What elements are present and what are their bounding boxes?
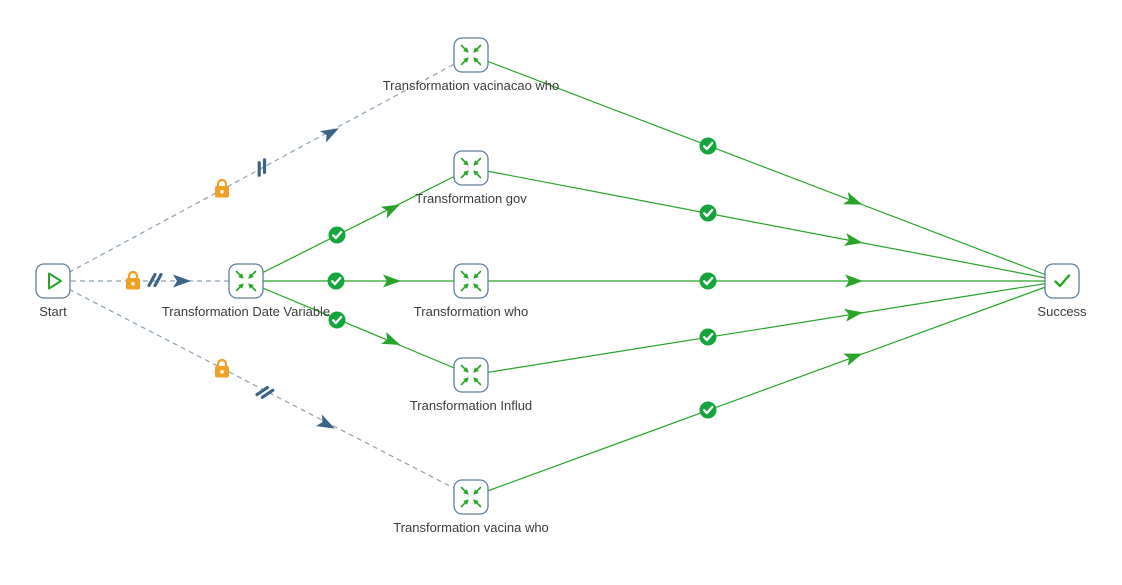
hop-line-t_date-t_gov[interactable] — [245, 167, 472, 282]
parallel-slashes-icon[interactable] — [254, 158, 270, 177]
node-success[interactable] — [1044, 263, 1080, 299]
hop-success-check-icon[interactable] — [328, 226, 346, 244]
node-box — [35, 263, 71, 299]
hop-arrowhead-icon — [381, 331, 401, 345]
transformation-icon — [460, 270, 482, 292]
parallel-slashes-icon[interactable] — [147, 272, 163, 288]
hop-line-start-t_vacina[interactable] — [52, 280, 472, 498]
node-box — [1044, 263, 1080, 299]
hop-success-check-icon[interactable] — [328, 311, 346, 329]
hop-arrowhead-icon — [315, 414, 335, 429]
node-label-start: Start — [39, 304, 67, 319]
transformation-icon — [235, 270, 257, 292]
hop-success-check-icon[interactable] — [699, 204, 717, 222]
hop-arrowhead-icon — [845, 274, 863, 288]
hop-success-check-icon[interactable] — [327, 272, 345, 290]
hop-line-t_date-t_influd[interactable] — [245, 280, 472, 376]
node-label-t_vacina: Transformation vacina who — [393, 520, 549, 535]
node-label-success: Success — [1037, 304, 1087, 319]
node-box — [453, 357, 489, 393]
transformation-icon — [460, 364, 482, 386]
lock-icon[interactable] — [215, 358, 229, 378]
node-box — [453, 479, 489, 515]
hop-line-t_vacina-success[interactable] — [470, 280, 1063, 498]
start-play-icon — [48, 272, 62, 290]
hop-arrowhead-icon — [843, 353, 863, 366]
hop-arrowhead-icon — [319, 128, 339, 143]
transformation-icon — [460, 44, 482, 66]
node-t_vacinacao[interactable] — [453, 37, 489, 73]
node-label-t_influd: Transformation Influd — [410, 398, 532, 413]
hop-success-check-icon[interactable] — [699, 272, 717, 290]
node-box — [228, 263, 264, 299]
node-box — [453, 150, 489, 186]
hops-layer — [52, 54, 1063, 498]
hop-arrowhead-icon — [843, 233, 863, 246]
transformation-icon — [460, 157, 482, 179]
hop-arrowhead-icon — [383, 274, 401, 288]
hop-line-t_gov-success[interactable] — [470, 167, 1063, 282]
hop-line-t_influd-success[interactable] — [470, 280, 1063, 376]
node-t_gov[interactable] — [453, 150, 489, 186]
hop-line-start-t_vacinacao[interactable] — [52, 54, 472, 282]
hop-arrowhead-icon — [380, 204, 400, 219]
node-label-t_vacinacao: Transformation vacinacao who — [383, 78, 560, 93]
node-box — [453, 37, 489, 73]
parallel-slashes-icon[interactable] — [255, 385, 275, 400]
node-label-t_gov: Transformation gov — [415, 191, 527, 206]
node-box — [453, 263, 489, 299]
node-t_vacina[interactable] — [453, 479, 489, 515]
hop-success-check-icon[interactable] — [699, 328, 717, 346]
hop-icons-layer — [126, 128, 863, 429]
node-start[interactable] — [35, 263, 71, 299]
hop-success-check-icon[interactable] — [699, 401, 717, 419]
transformation-icon — [460, 486, 482, 508]
hop-arrowhead-icon — [173, 274, 191, 288]
lock-icon[interactable] — [126, 270, 140, 290]
node-label-t_who: Transformation who — [414, 304, 528, 319]
success-check-icon — [1054, 274, 1071, 288]
hop-arrowhead-icon — [843, 192, 863, 205]
hop-line-t_vacinacao-success[interactable] — [470, 54, 1063, 282]
hop-success-check-icon[interactable] — [699, 137, 717, 155]
node-t_who[interactable] — [453, 263, 489, 299]
node-t_date[interactable] — [228, 263, 264, 299]
hop-arrowhead-icon — [844, 308, 863, 322]
node-t_influd[interactable] — [453, 357, 489, 393]
node-label-t_date: Transformation Date Variable — [162, 304, 330, 319]
lock-icon[interactable] — [215, 178, 229, 198]
